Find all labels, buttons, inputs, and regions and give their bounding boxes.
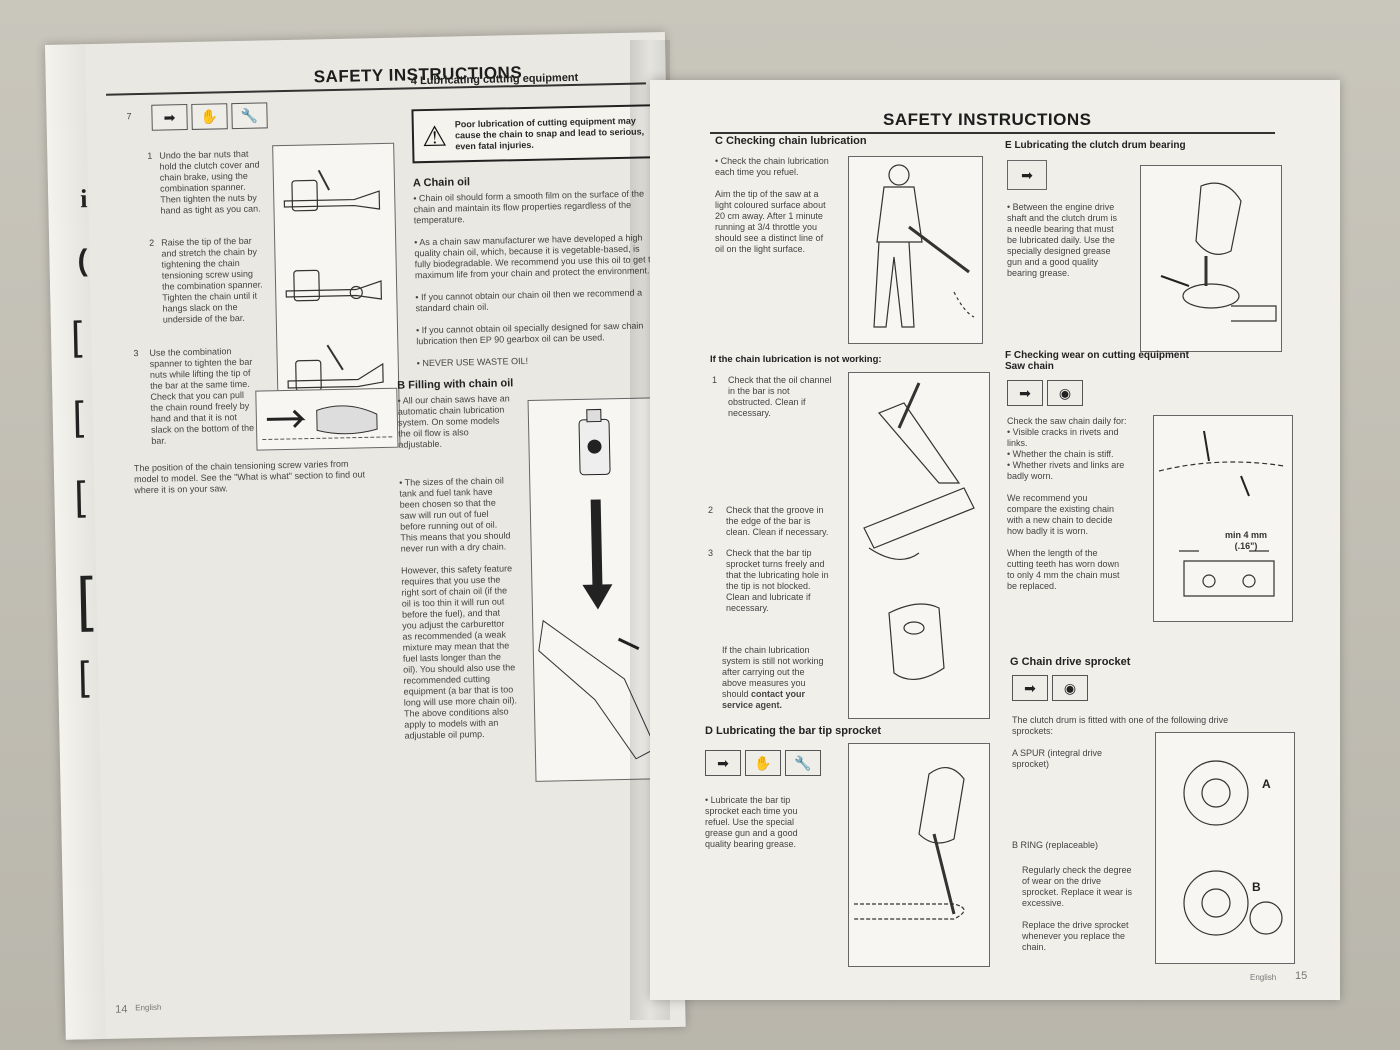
tool-icons: ➡ ◉ [1012,675,1088,701]
lubrication-check-illustration [848,156,983,344]
clutch-bearing-illustration [1140,165,1282,352]
item-text-part: If the chain lubrication system is still… [722,645,824,699]
section-subtitle: If the chain lubrication is not working: [710,354,882,365]
tool-icons: ➡ ◉ [1007,380,1083,406]
warning-text: Poor lubrication of cutting equipment ma… [454,115,645,151]
sprocket-option: B RING (replaceable) [1012,840,1099,850]
item-number: 1 [712,375,718,385]
tab-bracket-icon: [ [77,654,90,699]
tab-bracket-icon: [ [70,314,83,359]
section-text: Check the saw chain daily for: • Visible… [1007,416,1127,591]
page-title: SAFETY INSTRUCTIONS [883,110,1092,129]
tab-bracket-icon: [ [75,565,94,633]
note-text: The position of the chain tensioning scr… [133,458,366,496]
step-text: Undo the bar nuts that hold the clutch c… [159,148,261,216]
tool-icons: ➡ ✋ 🔧 [151,102,268,131]
glove-icon: ✋ [745,750,781,776]
tab-mark-icon: ( [77,244,88,278]
spanner-icon: 🔧 [231,102,268,130]
left-page: i ( [ [ [ [ [ SAFETY INSTRUCTIONS 7 ➡ ✋ … [45,32,686,1040]
glove-icon: ✋ [191,103,228,130]
oil-filling-illustration [527,397,673,782]
section-text: • Check the chain lubrication each time … [715,156,829,254]
section-title: F Checking wear on cutting equipment Saw… [1005,350,1189,372]
item-text: Check that the groove in the edge of the… [726,505,829,537]
language-label: English [1250,973,1277,982]
item-text: Check that the oil channel in the bar is… [728,375,832,418]
grease-gun-icon: 🔧 [785,750,821,776]
item-number: 2 [708,505,714,515]
section-title: D Lubricating the bar tip sprocket [705,725,882,737]
sprocket-label-b: B [1252,880,1261,894]
item-text: If the chain lubrication system is still… [722,645,842,711]
arrow-icon: ➡ [705,750,741,776]
header-rule [710,132,1275,134]
section-text: • Chain oil should form a smooth film on… [413,188,661,369]
eye-icon: ◉ [1047,380,1083,406]
page-number: 14 [115,1003,128,1016]
step-num: 3 [133,348,139,359]
tab-bracket-icon: [ [72,394,85,439]
info-icon: i [79,184,88,214]
right-page: SAFETY INSTRUCTIONS C Checking chain lub… [650,80,1340,1000]
sprocket-option: A SPUR (integral drive sprocket) [1012,748,1103,769]
sprocket-illustration [1155,732,1295,964]
min-wear-label: min 4 mm (.16") [1225,530,1268,551]
chain-wear-illustration [1153,415,1293,622]
eye-icon: ◉ [1052,675,1088,701]
section-title: C Checking chain lubrication [715,135,867,147]
section-title: G Chain drive sprocket [1010,656,1131,668]
arrow-icon: ➡ [151,104,188,131]
tab-bracket-icon: [ [74,474,87,519]
arrow-icon: ➡ [1012,675,1048,701]
section-title: A Chain oil [412,176,471,190]
arrow-icon: ➡ [1008,161,1046,189]
section-text: Regularly check the degree of wear on th… [1022,865,1133,952]
sprocket-label-a: A [1262,777,1271,791]
step-text: Raise the tip of the bar and stretch the… [161,235,263,325]
section-title: B Filling with chain oil [397,377,514,392]
arrow-icon: ➡ [1007,380,1043,406]
section-text: • Between the engine drive shaft and the… [1007,202,1118,278]
arrow-icon-box: ➡ [1007,160,1047,190]
section-title: E Lubricating the clutch drum bearing [1005,140,1186,151]
section-text: • All our chain saws have an automatic c… [397,393,510,450]
bar-tip-greasing-illustration [848,743,990,967]
tool-icons: ➡ ✋ 🔧 [705,750,821,776]
chain-tension-illustration [272,142,401,448]
step-num: 2 [149,237,155,248]
page-number: 15 [1295,970,1308,982]
warning-box: ⚠ Poor lubrication of cutting equipment … [411,104,657,164]
section-text: • Lubricate the bar tip sprocket each ti… [705,795,798,849]
bar-cleaning-illustration [848,372,990,719]
warning-icon: ⚠ [421,120,448,152]
contact-agent-text: contact your service agent. [722,689,806,710]
item-text: Check that the bar tip sprocket turns fr… [726,548,829,613]
item-number: 3 [708,548,714,558]
step-number: 7 [126,111,132,122]
step-num: 1 [147,150,153,161]
section-text: • The sizes of the chain oil tank and fu… [399,475,517,741]
language-label: English [135,1002,162,1013]
chain-pull-illustration [255,387,399,451]
section-text: The clutch drum is fitted with one of th… [1012,715,1229,736]
